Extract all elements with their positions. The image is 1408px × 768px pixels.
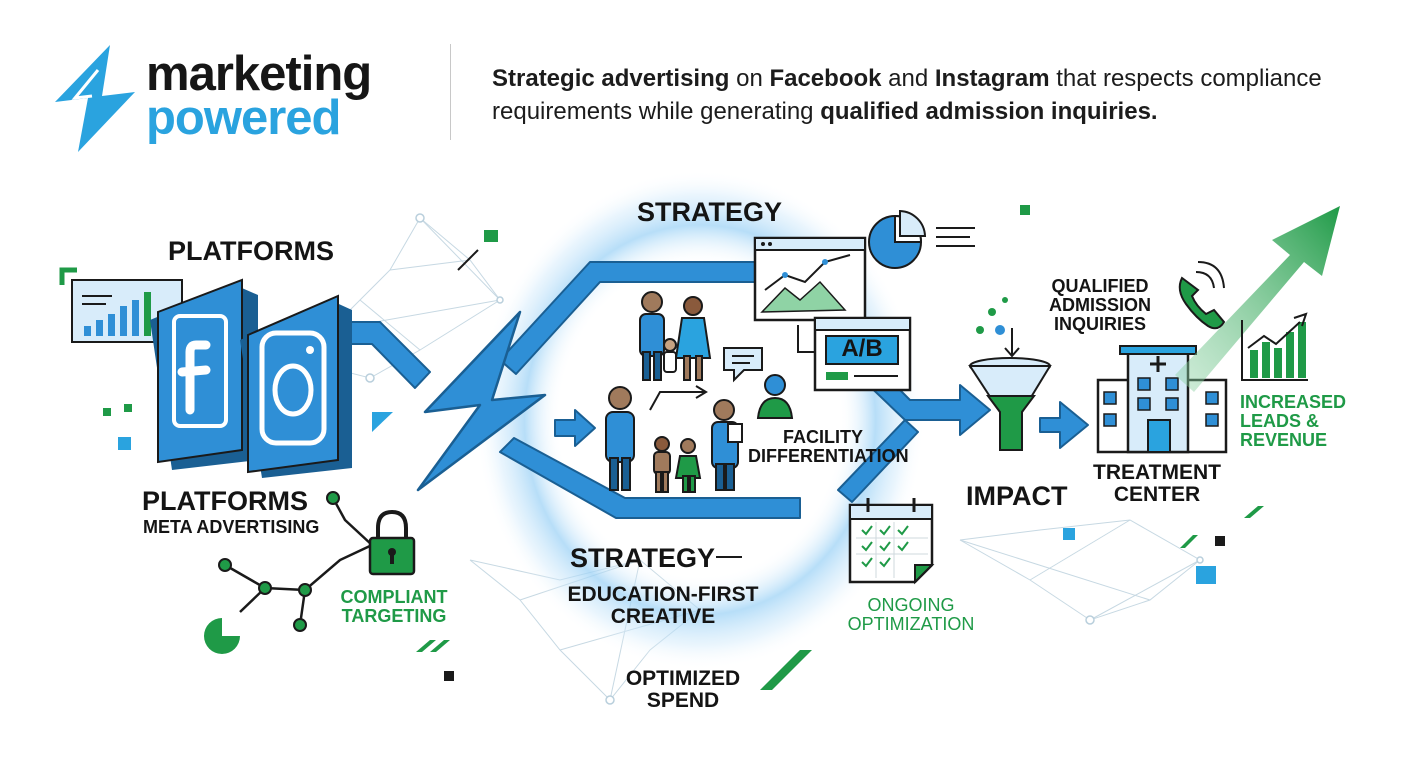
label-center: CENTER (1113, 483, 1201, 507)
corner-bracket-decoration (59, 267, 77, 285)
hospital-building-icon (1096, 345, 1228, 454)
label-strategy-bottom: STRATEGY (570, 543, 716, 573)
ab-test-label: A/B (841, 335, 883, 362)
label-compliant: COMPLIANT (340, 587, 448, 607)
label-treatment: TREATMENT (1093, 461, 1221, 484)
label-differentiation: DIFFERENTIATION (748, 445, 909, 466)
padlock-icon (368, 509, 416, 576)
label-increased: INCREASED (1240, 392, 1347, 412)
label-leads: LEADS & (1240, 410, 1320, 431)
pie-chart-icon (868, 209, 975, 269)
tagline-facebook: Facebook (769, 65, 882, 92)
growth-bar-chart-icon (1241, 312, 1308, 381)
brand-bolt-icon (55, 45, 135, 152)
family-icon-bottom (605, 386, 743, 493)
label-ongoing: ONGOING (867, 595, 955, 615)
label-platforms-top: PLATFORMS (168, 236, 334, 266)
label-facility: FACILITY (783, 427, 863, 447)
decorative-squares (103, 205, 1264, 690)
label-education-first: EDUCATION-FIRST (567, 583, 759, 606)
phone-icon (1178, 261, 1226, 330)
calendar-icon (848, 498, 935, 585)
label-optimization: OPTIMIZATION (847, 613, 975, 634)
label-spend: SPEND (646, 689, 720, 713)
label-impact: IMPACT (966, 481, 1068, 511)
tagline-text-3: that respects compliance requirements wh… (492, 65, 1322, 126)
tagline: Strategic advertising on Facebook and In… (492, 62, 1372, 128)
line-chart-window-icon (753, 236, 867, 322)
label-strategy-top: STRATEGY (637, 197, 783, 227)
user-icon (756, 374, 794, 419)
mesh-nodes (365, 213, 1204, 705)
instagram-icon (240, 294, 352, 478)
label-qualified: QUALIFIED (1051, 276, 1149, 296)
tagline-bold-2: qualified admission inquiries. (820, 98, 1158, 126)
brand-name-line1: marketing (146, 47, 372, 101)
network-nodes (218, 491, 340, 632)
label-creative: CREATIVE (610, 605, 716, 629)
label-admission: ADMISSION (1048, 294, 1151, 315)
label-optimized: OPTIMIZED (625, 667, 741, 690)
tagline-bold-1: Strategic advertising (492, 65, 730, 92)
tagline-text-1: on (729, 65, 770, 92)
label-meta-advertising: META ADVERTISING (143, 517, 320, 537)
growth-arrow-icon (1175, 206, 1340, 392)
bolt-logo-icon (416, 310, 547, 492)
header-divider (450, 44, 451, 140)
label-revenue: REVENUE (1240, 429, 1328, 450)
tagline-instagram: Instagram (934, 65, 1050, 92)
label-inquiries: INQUIRIES (1053, 313, 1146, 334)
chat-bubble-icon (723, 347, 763, 383)
ab-test-window-icon (797, 316, 912, 392)
tagline-text-2: and (881, 65, 935, 92)
pie-wedge-decoration (204, 618, 240, 654)
brand-name-line2: powered (146, 91, 341, 145)
funnel-icon (968, 297, 1052, 451)
facebook-icon (150, 278, 258, 470)
label-platforms-bottom: PLATFORMS (142, 486, 308, 516)
label-targeting: TARGETING (341, 605, 447, 626)
family-icon (639, 291, 712, 381)
handoff-arrow (649, 385, 708, 411)
flow-arrows (339, 261, 1089, 519)
